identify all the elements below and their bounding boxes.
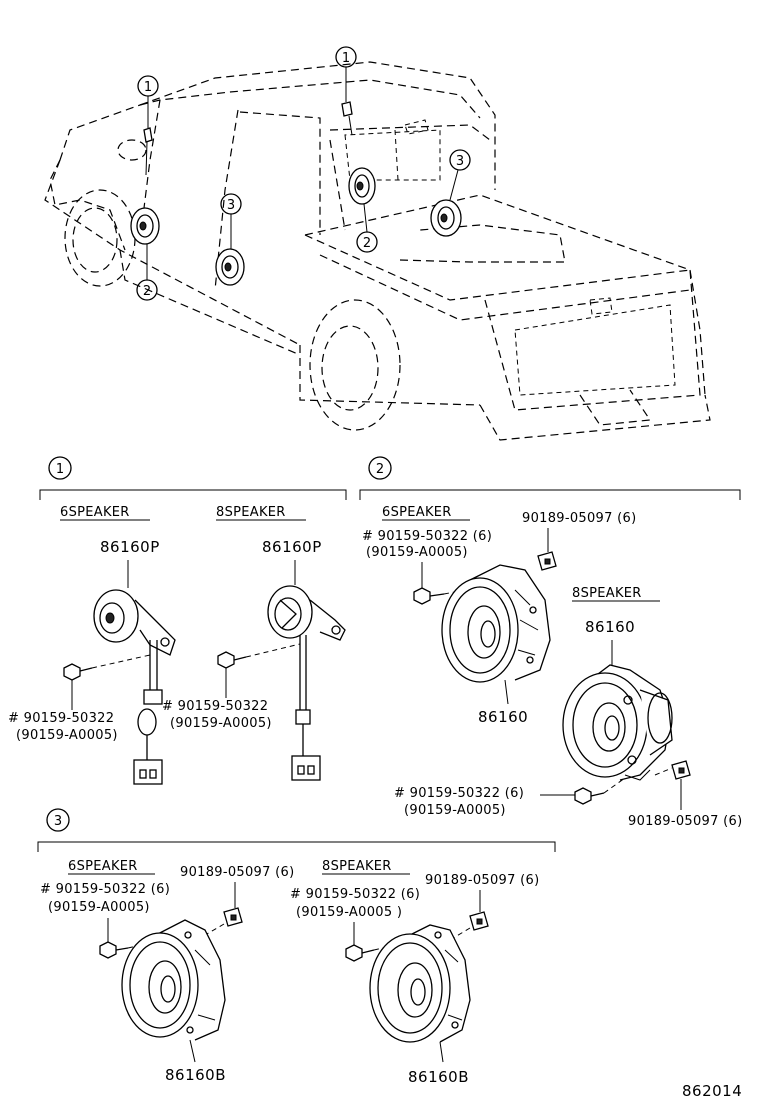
section1-screw-right-b: (90159-A0005) bbox=[170, 716, 272, 731]
section1-part-left: 86160P bbox=[100, 538, 160, 556]
truck-callout-1-front: 1 bbox=[137, 75, 159, 128]
section3-nut-left: 90189-05097 (6) bbox=[180, 865, 294, 880]
woofer-section3-right bbox=[369, 924, 471, 1063]
section2-screw2-b: (90159-A0005) bbox=[404, 803, 506, 818]
section2-part-left: 86160 bbox=[478, 708, 528, 726]
section3-sub-left: 6SPEAKER bbox=[68, 859, 138, 874]
truck-callout-2-rear: 2 bbox=[356, 203, 378, 253]
screw-section2-bottom bbox=[540, 777, 626, 805]
svg-text:1: 1 bbox=[144, 80, 152, 95]
section2-part-right: 86160 bbox=[585, 618, 635, 636]
screw-section3-left bbox=[99, 918, 146, 959]
truck-callout-3-wall: 3 bbox=[449, 149, 471, 201]
speaker-rear-wall-right bbox=[430, 199, 462, 237]
section1-screw-right-a: # 90159-50322 bbox=[162, 699, 268, 714]
speaker-front-door bbox=[130, 207, 160, 245]
woofer-6speaker bbox=[441, 564, 551, 705]
svg-text:2: 2 bbox=[143, 284, 151, 299]
speaker-rear-door bbox=[215, 248, 245, 286]
section1-screw-left-a: # 90159-50322 bbox=[8, 711, 114, 726]
section-3: 3 6SPEAKER 90189-05097 (6) # 90159-50322… bbox=[37, 808, 556, 1086]
section-1: 1 6SPEAKER 8SPEAKER 86160P 86160P bbox=[8, 456, 347, 785]
section1-sub-right: 8SPEAKER bbox=[216, 505, 286, 520]
svg-text:2: 2 bbox=[363, 236, 371, 251]
section2-screw-b: (90159-A0005) bbox=[366, 545, 468, 560]
section-2: 2 6SPEAKER # 90159-50322 (6) (90159-A000… bbox=[359, 456, 742, 829]
screw-section1-left bbox=[63, 654, 151, 710]
section3-part-right: 86160B bbox=[408, 1068, 469, 1086]
truck-callout-1-rear: 1 bbox=[335, 46, 357, 102]
nut-section3-left bbox=[204, 882, 243, 936]
nut-section2-top bbox=[537, 528, 557, 571]
tweeter-6speaker bbox=[93, 560, 176, 785]
section2-sub-right: 8SPEAKER bbox=[572, 586, 642, 601]
svg-text:3: 3 bbox=[227, 198, 235, 213]
speaker-rear-wall-left bbox=[348, 167, 376, 205]
section1-sub-left: 6SPEAKER bbox=[60, 505, 130, 520]
section2-screw2-a: # 90159-50322 (6) bbox=[394, 786, 524, 801]
section1-screw-left-b: (90159-A0005) bbox=[16, 728, 118, 743]
tweeter-8speaker bbox=[267, 560, 346, 781]
svg-text:3: 3 bbox=[54, 814, 62, 829]
svg-text:3: 3 bbox=[456, 154, 464, 169]
section2-nut-bottom: 90189-05097 (6) bbox=[628, 814, 742, 829]
section1-part-right: 86160P bbox=[262, 538, 322, 556]
screw-section3-right bbox=[345, 922, 396, 962]
section2-screw-a: # 90159-50322 (6) bbox=[362, 529, 492, 544]
section3-screw-right-a: # 90159-50322 (6) bbox=[290, 887, 420, 902]
truck-callout-2-front: 2 bbox=[136, 244, 158, 301]
svg-text:2: 2 bbox=[376, 462, 384, 477]
section3-sub-right: 8SPEAKER bbox=[322, 859, 392, 874]
svg-text:1: 1 bbox=[56, 462, 64, 477]
tweeter-front bbox=[143, 127, 153, 176]
truck-callout-3-door: 3 bbox=[220, 193, 242, 249]
diagram-number: 862014 bbox=[682, 1082, 742, 1100]
tweeter-rear bbox=[341, 101, 353, 136]
woofer-8speaker bbox=[562, 640, 673, 781]
section2-nut-top: 90189-05097 (6) bbox=[522, 511, 636, 526]
section3-nut-right: 90189-05097 (6) bbox=[425, 873, 539, 888]
nut-section2-bottom bbox=[654, 760, 691, 810]
nut-section3-right bbox=[449, 890, 489, 941]
section3-screw-left-a: # 90159-50322 (6) bbox=[40, 882, 170, 897]
section3-screw-right-b: (90159-A0005 ) bbox=[296, 905, 402, 920]
truck-illustration: 1 1 2 2 3 3 bbox=[44, 46, 711, 441]
woofer-section3-left bbox=[121, 919, 226, 1063]
section3-part-left: 86160B bbox=[165, 1066, 226, 1084]
svg-text:1: 1 bbox=[342, 51, 350, 66]
section3-screw-left-b: (90159-A0005) bbox=[48, 900, 150, 915]
section2-sub-left: 6SPEAKER bbox=[382, 505, 452, 520]
screw-section1-right bbox=[217, 643, 301, 698]
